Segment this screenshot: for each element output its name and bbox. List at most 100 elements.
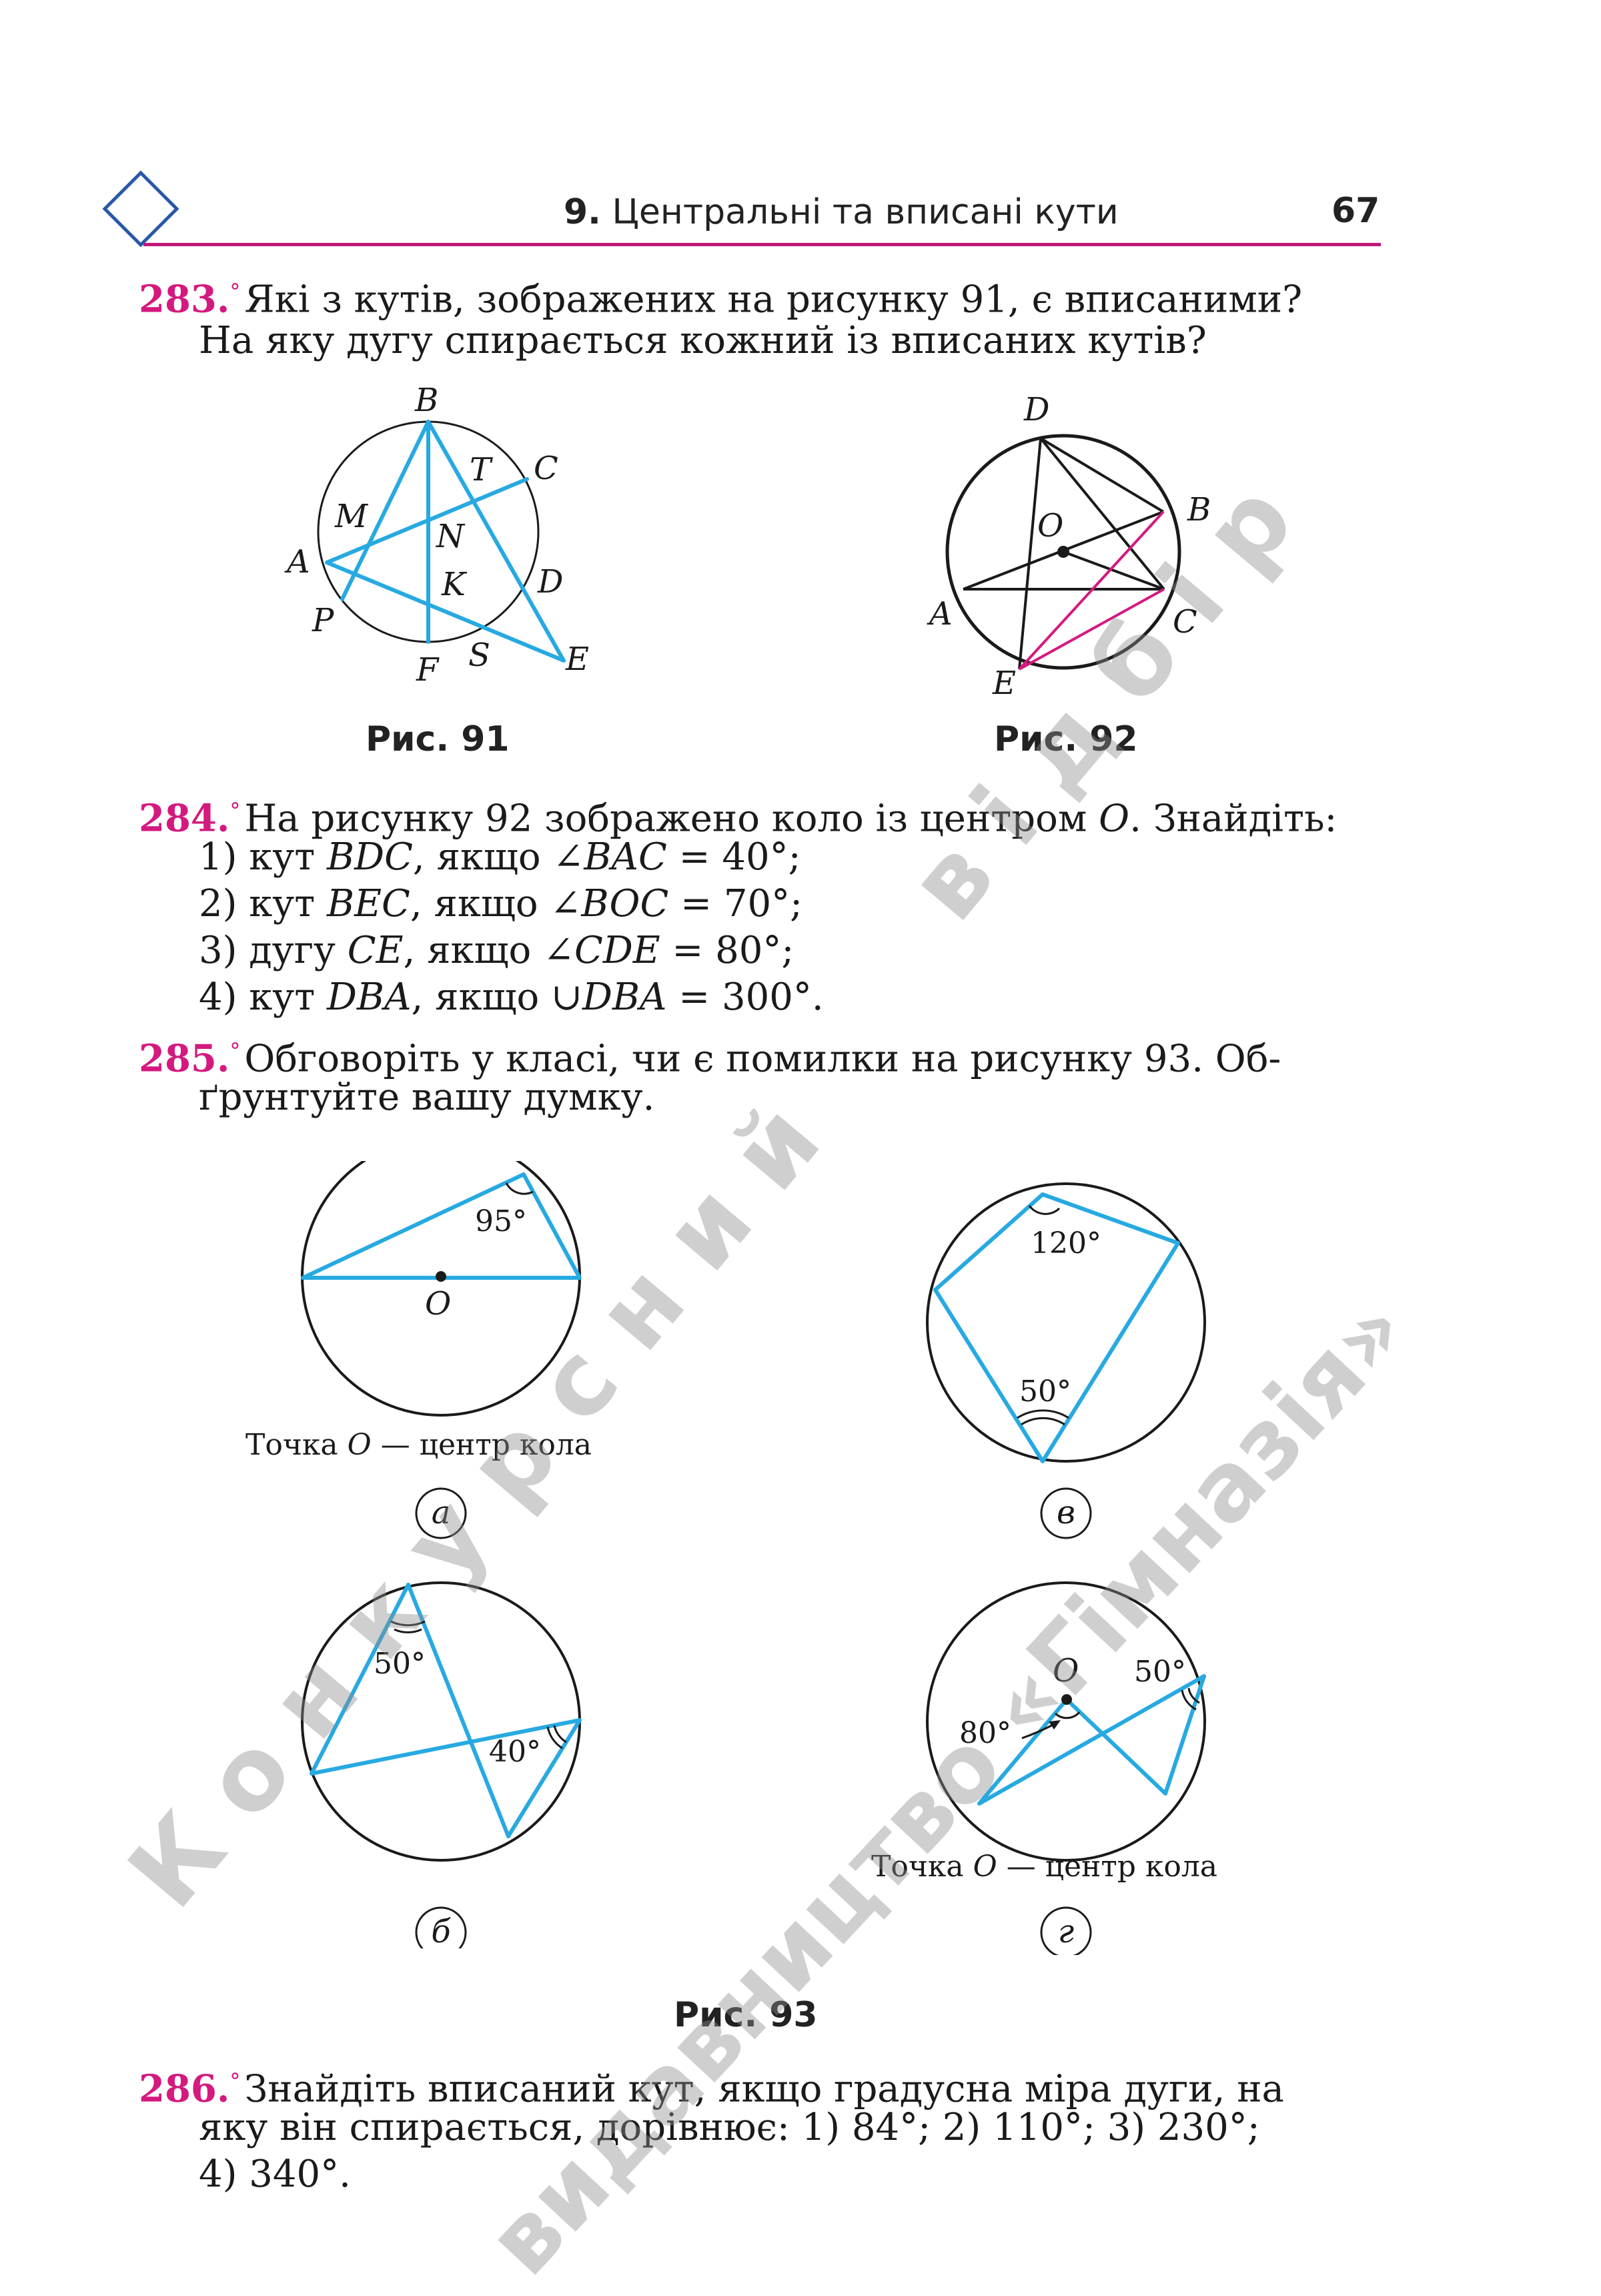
- problem-284-item-2: 2) кут BEC, якщо ∠BOC = 70°;: [199, 879, 803, 929]
- problem-283-text1: Які з кутів, зображених на рисунку 91, є…: [244, 278, 1303, 322]
- header-divider: [143, 243, 1381, 246]
- difficulty-mark: °: [229, 798, 241, 823]
- fig91-label-D: D: [537, 563, 563, 601]
- fig93g-note: Точка O — центр кола: [871, 1850, 1217, 1884]
- fig91-label-B: B: [414, 382, 438, 419]
- fig91-label-T: T: [470, 451, 493, 488]
- item-var: BEC: [327, 882, 410, 925]
- fig91-label-C: C: [534, 450, 558, 487]
- item-value: = 300°.: [666, 976, 824, 1019]
- fig93b-angle-right: 40°: [489, 1735, 541, 1769]
- problem-286-line3: 4) 340°.: [199, 2153, 351, 2196]
- figure-93-a: 95° O Точка O — центр кола а: [245, 1161, 592, 1539]
- item-prefix: 1) кут: [199, 835, 328, 879]
- difficulty-mark: °: [229, 1038, 241, 1064]
- figure-93-g: O 80° 50° Точка O — центр кола г: [871, 1581, 1217, 1955]
- problem-285-line2: ґрунтуйте вашу думку.: [199, 1076, 655, 1119]
- section-number: 9.: [564, 192, 601, 232]
- item-expr: ∠BAC: [552, 835, 667, 879]
- problem-286-line2: яку він спирається, дорівнює: 1) 84°; 2)…: [199, 2106, 1260, 2149]
- fig93a-center: O: [425, 1285, 451, 1322]
- problem-283-number: 283.: [139, 277, 230, 322]
- item-value: = 70°;: [668, 882, 803, 925]
- problem-284-item-4: 4) кут DBA, якщо ∪DBA = 300°.: [199, 973, 824, 1022]
- fig93g-letter: г: [1058, 1913, 1074, 1950]
- fig91-label-F: F: [416, 651, 440, 689]
- figure-93-b: 50° 40° б: [301, 1581, 582, 1948]
- figure-91: B T C M N A K D P S F E: [284, 382, 589, 689]
- item-value: = 40°;: [666, 835, 801, 879]
- problem-285-line1: 285.°Обговоріть у класі, чи є помилки на…: [139, 1026, 1281, 1084]
- page-number: 67: [1331, 191, 1380, 231]
- fig91-label-E: E: [565, 641, 589, 678]
- difficulty-mark: °: [229, 2068, 241, 2094]
- problem-284-intro-b: . Знайдіть:: [1129, 797, 1338, 841]
- fig93g-angle-left: 80°: [959, 1716, 1011, 1750]
- note-prefix: Точка: [871, 1850, 973, 1884]
- item-prefix: 3) дугу: [199, 929, 348, 972]
- figure-91-caption: Рис. 91: [366, 719, 510, 759]
- fig93b-letter: б: [431, 1913, 451, 1948]
- fig91-label-S: S: [468, 637, 490, 674]
- fig93g-angle-right: 50°: [1134, 1655, 1186, 1689]
- note-var: O: [973, 1850, 997, 1884]
- item-prefix: 2) кут: [199, 882, 328, 925]
- fig91-label-K: K: [441, 566, 468, 603]
- problem-284-item-3: 3) дугу CE, якщо ∠CDE = 80°;: [199, 926, 794, 976]
- fig93v-angle-top: 120°: [1031, 1226, 1101, 1260]
- problem-284-number: 284.: [139, 796, 230, 841]
- section-title: Центральні та вписані кути: [612, 192, 1119, 232]
- item-prefix: 4) кут: [199, 976, 328, 1019]
- problem-286-text1: Знайдіть вписаний кут, якщо градусна мір…: [244, 2067, 1284, 2111]
- fig91-label-N: N: [436, 518, 466, 555]
- problem-285-text1: Обговоріть у класі, чи є помилки на рису…: [244, 1037, 1281, 1081]
- problem-283-line2: На яку дугу спирається кожний із вписани…: [199, 319, 1207, 362]
- fig92-label-D: D: [1023, 391, 1049, 428]
- fig93v-letter: в: [1057, 1494, 1075, 1531]
- note-suffix: — центр кола: [372, 1428, 592, 1462]
- note-var: O: [348, 1428, 372, 1462]
- difficulty-mark: °: [229, 279, 241, 304]
- item-var: BDC: [327, 835, 413, 879]
- note-prefix: Точка: [245, 1428, 348, 1462]
- problem-285-number: 285.: [139, 1036, 230, 1081]
- fig93a-angle: 95°: [475, 1204, 527, 1238]
- item-expr: ∠CDE: [543, 929, 660, 972]
- problem-283-line1: 283.°Які з кутів, зображених на рисунку …: [139, 267, 1302, 325]
- fig92-label-B: B: [1187, 491, 1211, 528]
- diamond-icon: [102, 170, 179, 248]
- item-var: CE: [347, 929, 404, 972]
- fig93g-center: O: [1053, 1652, 1079, 1689]
- problem-286-number: 286.: [139, 2066, 230, 2111]
- problem-286-line1: 286.°Знайдіть вписаний кут, якщо градусн…: [139, 2056, 1284, 2115]
- problem-284-line1: 284.°На рисунку 92 зображено коло із цен…: [139, 786, 1337, 844]
- note-suffix: — центр кола: [997, 1850, 1217, 1884]
- fig91-label-P: P: [312, 602, 334, 639]
- fig93b-angle-top: 50°: [374, 1647, 426, 1681]
- problem-284-item-1: 1) кут BDC, якщо ∠BAC = 40°;: [199, 833, 800, 882]
- problem-284-intro-a: На рисунку 92 зображено коло із центром: [244, 797, 1099, 841]
- fig92-label-O: O: [1037, 507, 1063, 544]
- fig93a-letter: а: [432, 1494, 451, 1531]
- fig93a-note: Точка O — центр кола: [245, 1428, 592, 1462]
- item-expr: ∠BOC: [550, 882, 669, 925]
- fig93v-angle-bottom: 50°: [1019, 1375, 1071, 1409]
- fig91-label-A: A: [284, 543, 310, 581]
- figure-92-caption: Рис. 92: [994, 719, 1138, 759]
- fig92-label-A: A: [927, 595, 953, 633]
- figure-92: D O B A C E: [927, 391, 1211, 701]
- problem-284-intro-var: O: [1099, 797, 1130, 841]
- figure-93-caption: Рис. 93: [674, 1995, 818, 2035]
- section-header: 9. Центральні та вписані кути: [564, 192, 1119, 232]
- fig92-label-E: E: [992, 665, 1016, 701]
- item-mid: , якщо: [412, 835, 553, 879]
- fig92-label-C: C: [1173, 603, 1197, 641]
- item-value: = 80°;: [660, 929, 794, 972]
- item-expr: ∪DBA: [551, 976, 667, 1019]
- item-mid: , якщо: [410, 882, 550, 925]
- figure-93-v: 120° 50° в: [926, 1182, 1206, 1539]
- item-mid: , якщо: [403, 929, 544, 972]
- fig91-label-M: M: [334, 498, 369, 535]
- item-var: DBA: [327, 976, 412, 1019]
- item-mid: , якщо: [411, 976, 552, 1019]
